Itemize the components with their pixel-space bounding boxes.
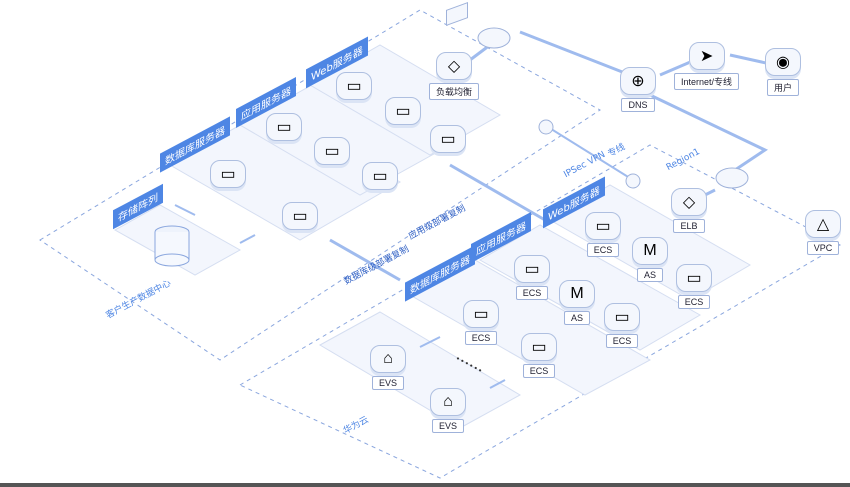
as-icon: M	[632, 237, 668, 265]
ecs-node: ▭ ECS	[521, 333, 557, 378]
ecs-node: ▭ ECS	[514, 255, 550, 300]
evs-icon: ⌂	[430, 388, 466, 416]
line-db-storage	[174, 204, 196, 216]
line-evs-link1	[419, 336, 441, 348]
server-icon: ▭	[430, 125, 466, 153]
line-db-sync	[329, 238, 401, 282]
load-balancer-icon: ◇	[436, 52, 472, 80]
ecs-node: ▭ ECS	[604, 303, 640, 348]
as-node: M AS	[632, 237, 668, 282]
server-icon: ▭	[282, 202, 318, 230]
bottom-border	[0, 483, 850, 487]
ecs-icon: ▭	[676, 264, 712, 292]
vpn-endpoint-icon-2	[625, 173, 641, 189]
elb-icon: ◇	[671, 188, 707, 216]
vpc-node: △ VPC	[805, 210, 841, 255]
router-icon-region	[715, 167, 749, 189]
user-node: ◉ 用户	[765, 48, 801, 96]
line-evs-link2	[489, 379, 506, 389]
user-icon: ◉	[765, 48, 801, 76]
server-icon: ▭	[210, 160, 246, 188]
line-vpn	[547, 126, 634, 181]
line-db-storage2	[239, 234, 256, 244]
ecs-icon: ▭	[521, 333, 557, 361]
vpc-icon: △	[805, 210, 841, 238]
server-icon: ▭	[336, 72, 372, 100]
ecs-icon: ▭	[514, 255, 550, 283]
evs-node: ⌂ EVS	[370, 345, 406, 390]
ecs-node: ▭ ECS	[585, 212, 621, 257]
ecs-node: ▭ ECS	[676, 264, 712, 309]
load-balancer-node: ◇ 负载均衡	[429, 52, 480, 100]
huawei-cloud-region	[238, 144, 842, 479]
internet-icon: ➤	[688, 42, 725, 70]
evs-icon: ⌂	[370, 345, 406, 373]
vpn-endpoint-icon-1	[538, 119, 554, 135]
dns-node: ⊕ DNS	[620, 67, 656, 112]
server-icon: ▭	[385, 97, 421, 125]
server-icon: ▭	[314, 137, 350, 165]
dns-icon: ⊕	[620, 67, 656, 95]
line-app-sync	[449, 163, 546, 222]
storage-cylinder-bottom	[154, 253, 190, 267]
server-icon: ▭	[362, 162, 398, 190]
platform-evs	[318, 311, 522, 429]
server-icon: ▭	[266, 113, 302, 141]
ecs-icon: ▭	[604, 303, 640, 331]
ecs-node: ▭ ECS	[463, 300, 499, 345]
ecs-icon: ▭	[585, 212, 621, 240]
router-icon-top	[477, 27, 511, 49]
as-icon: M	[559, 280, 595, 308]
elb-node: ◇ ELB	[671, 188, 707, 233]
internet-node: ➤ Internet/专线	[674, 42, 740, 90]
ecs-icon: ▭	[463, 300, 499, 328]
evs-node: ⌂ EVS	[430, 388, 466, 433]
as-node: M AS	[559, 280, 595, 325]
line-router-dns	[519, 30, 631, 77]
line-dns-region-router	[649, 93, 769, 172]
